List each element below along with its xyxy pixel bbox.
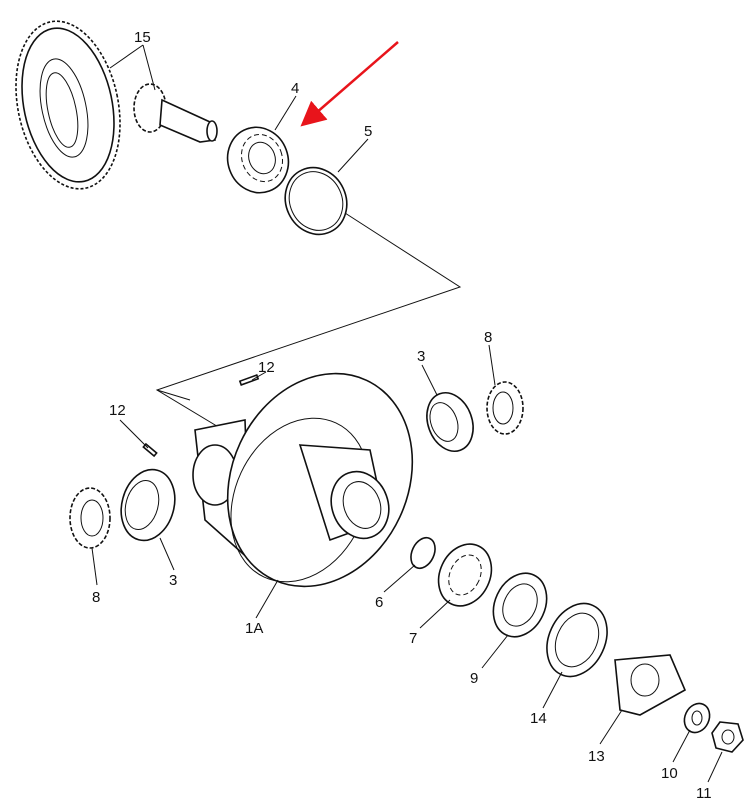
bearing-left <box>120 468 176 542</box>
bearing-output <box>437 543 493 607</box>
callout-9: 9 <box>470 670 478 687</box>
pinion-gear <box>133 83 218 143</box>
callout-6: 6 <box>375 594 383 611</box>
deflector <box>546 602 608 678</box>
seal-ring <box>284 166 348 236</box>
red-pointer-arrow <box>300 41 399 127</box>
oil-seal <box>492 572 548 638</box>
nut <box>711 721 744 753</box>
callout-12-upper: 12 <box>258 359 275 376</box>
pin-upper <box>238 374 260 386</box>
callout-8-left: 8 <box>92 589 100 606</box>
washer <box>683 702 711 734</box>
yoke <box>614 654 687 716</box>
callout-8-right: 8 <box>484 329 492 346</box>
bearing-right <box>426 392 474 452</box>
callout-1a: 1A <box>245 620 263 637</box>
callout-3-right: 3 <box>417 348 425 365</box>
callout-7: 7 <box>409 630 417 647</box>
ring-gear <box>15 20 121 190</box>
adjuster-right <box>486 381 524 435</box>
callout-14: 14 <box>530 710 547 727</box>
callout-4: 4 <box>291 80 299 97</box>
callout-11: 11 <box>696 785 712 802</box>
adjuster-left <box>69 487 111 549</box>
leader-lines <box>91 44 723 783</box>
callout-3-left: 3 <box>169 572 177 589</box>
callout-13: 13 <box>588 748 605 765</box>
snap-ring <box>410 536 436 570</box>
callout-12-left: 12 <box>109 402 126 419</box>
differential-housing <box>192 372 414 588</box>
callout-10: 10 <box>661 765 678 782</box>
callout-15: 15 <box>134 29 151 46</box>
callout-5: 5 <box>364 123 372 140</box>
pinion-bearing <box>226 126 290 194</box>
